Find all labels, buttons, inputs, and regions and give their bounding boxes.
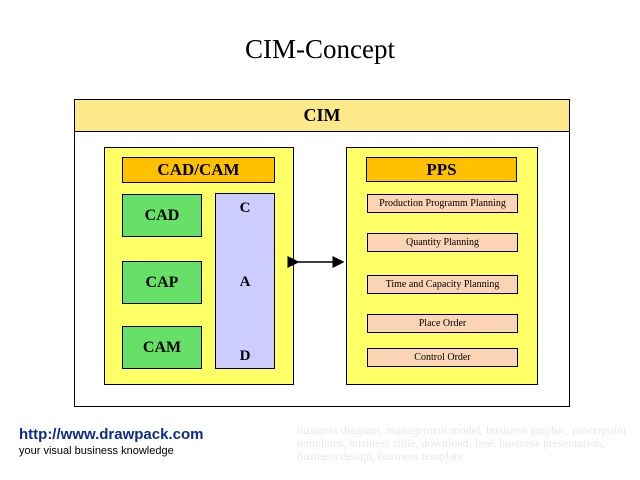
footer-keywords: business diagram, management model, busi… <box>297 423 627 463</box>
cim-header-bar: CIM <box>74 99 570 132</box>
footer-tagline: your visual business knowledge <box>19 445 174 457</box>
column-letter-a: A <box>239 274 251 290</box>
cam-box: CAM <box>122 326 202 369</box>
task-control-order: Control Order <box>367 348 518 367</box>
pps-panel <box>346 147 538 385</box>
task-quantity-planning: Quantity Planning <box>367 233 518 252</box>
column-letter-c: C <box>239 200 251 216</box>
column-letter-d: D <box>239 348 251 364</box>
cad-cam-header: CAD/CAM <box>122 157 275 183</box>
task-place-order: Place Order <box>367 314 518 333</box>
task-time-capacity-planning: Time and Capacity Planning <box>367 275 518 294</box>
cad-vertical-column: C A D <box>215 193 275 369</box>
diagram-title: CIM-Concept <box>245 34 395 64</box>
cap-box: CAP <box>122 261 202 304</box>
footer-url-link[interactable]: http://www.drawpack.com <box>19 426 204 443</box>
pps-header: PPS <box>366 157 517 182</box>
cad-box: CAD <box>122 194 202 237</box>
task-production-program-planning: Production Programm Planning <box>367 194 518 213</box>
